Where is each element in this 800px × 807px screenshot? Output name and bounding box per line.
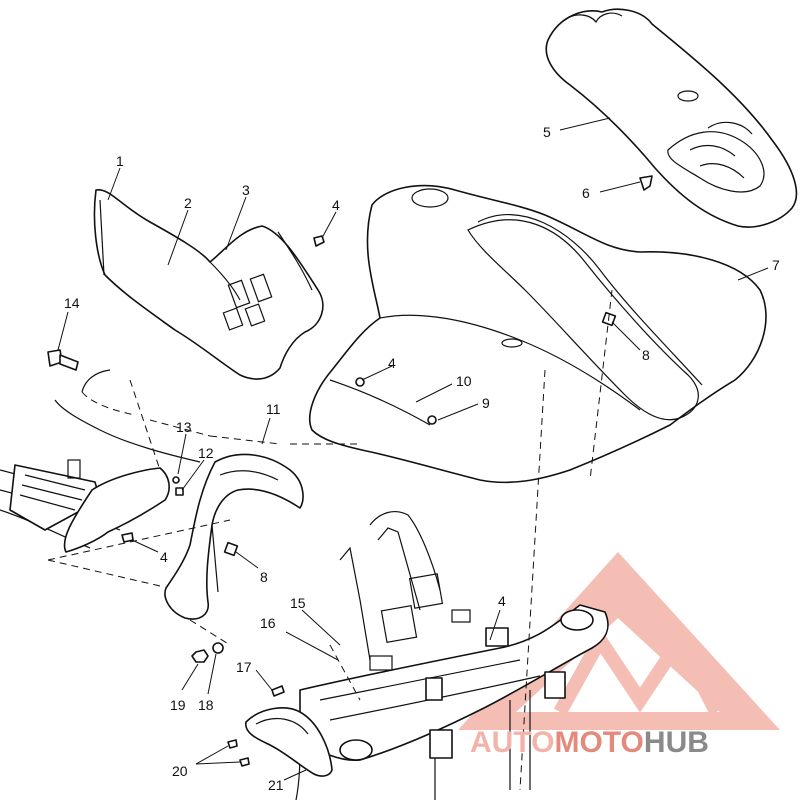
callout-9: 9 (482, 395, 490, 411)
callout-4-top: 4 (332, 197, 340, 213)
callout-14: 14 (64, 295, 80, 311)
callout-3: 3 (242, 182, 250, 198)
clip-8b (223, 541, 239, 557)
screw-17 (271, 685, 285, 697)
watermark-word: AUTOMOTOHUB (470, 726, 709, 759)
callout-labels: 1 2 3 4 5 6 7 8 4 10 9 14 11 13 12 4 8 1… (64, 124, 780, 793)
callout-21: 21 (268, 777, 284, 793)
chassis-frame (295, 511, 609, 801)
callout-20: 20 (172, 763, 188, 779)
nut-9 (427, 415, 437, 425)
callout-17: 17 (236, 659, 252, 675)
bolt-14 (47, 349, 79, 371)
fasteners (121, 235, 617, 767)
watermark-part-hub: HUB (644, 726, 709, 759)
assembly-lines (47, 289, 613, 791)
fender-flare (164, 453, 304, 620)
callout-6: 6 (582, 185, 590, 201)
callout-8-left: 8 (260, 569, 268, 585)
screw-4a (313, 235, 325, 247)
callout-10: 10 (456, 373, 472, 389)
splash-guard (245, 707, 333, 777)
fastener-6 (639, 175, 653, 191)
watermark-part-moto: MOTO (554, 726, 643, 759)
nut-19 (191, 649, 209, 663)
callout-15: 15 (290, 595, 306, 611)
callout-16: 16 (260, 615, 276, 631)
seat (545, 8, 798, 228)
washer-12 (175, 487, 184, 496)
callout-7: 7 (772, 257, 780, 273)
watermark-text: AUTOMOTOHUB (470, 726, 709, 759)
logo-m-stroke (553, 626, 723, 716)
screw-4c (121, 532, 134, 543)
callout-18: 18 (198, 697, 214, 713)
callout-12: 12 (198, 445, 214, 461)
side-panel (93, 189, 324, 380)
washer-18 (212, 642, 224, 654)
callout-2: 2 (184, 195, 192, 211)
callout-5: 5 (543, 124, 551, 140)
screw-20b (239, 757, 250, 767)
callout-4-bottom: 4 (498, 593, 506, 609)
callout-11: 11 (266, 401, 281, 417)
callout-4-left: 4 (160, 549, 168, 565)
callout-19: 19 (170, 697, 186, 713)
callout-1: 1 (116, 153, 124, 169)
leader-lines (57, 117, 769, 781)
front-cab-fender (308, 184, 767, 484)
screw-20a (227, 739, 238, 749)
nut-13 (172, 476, 180, 484)
callout-13: 13 (176, 419, 192, 435)
callout-4-mid: 4 (388, 355, 396, 371)
watermark-part-auto: AUTO (470, 726, 554, 759)
watermark-logo (458, 552, 780, 730)
footrest-frame (0, 369, 201, 553)
callout-8-right: 8 (642, 347, 650, 363)
